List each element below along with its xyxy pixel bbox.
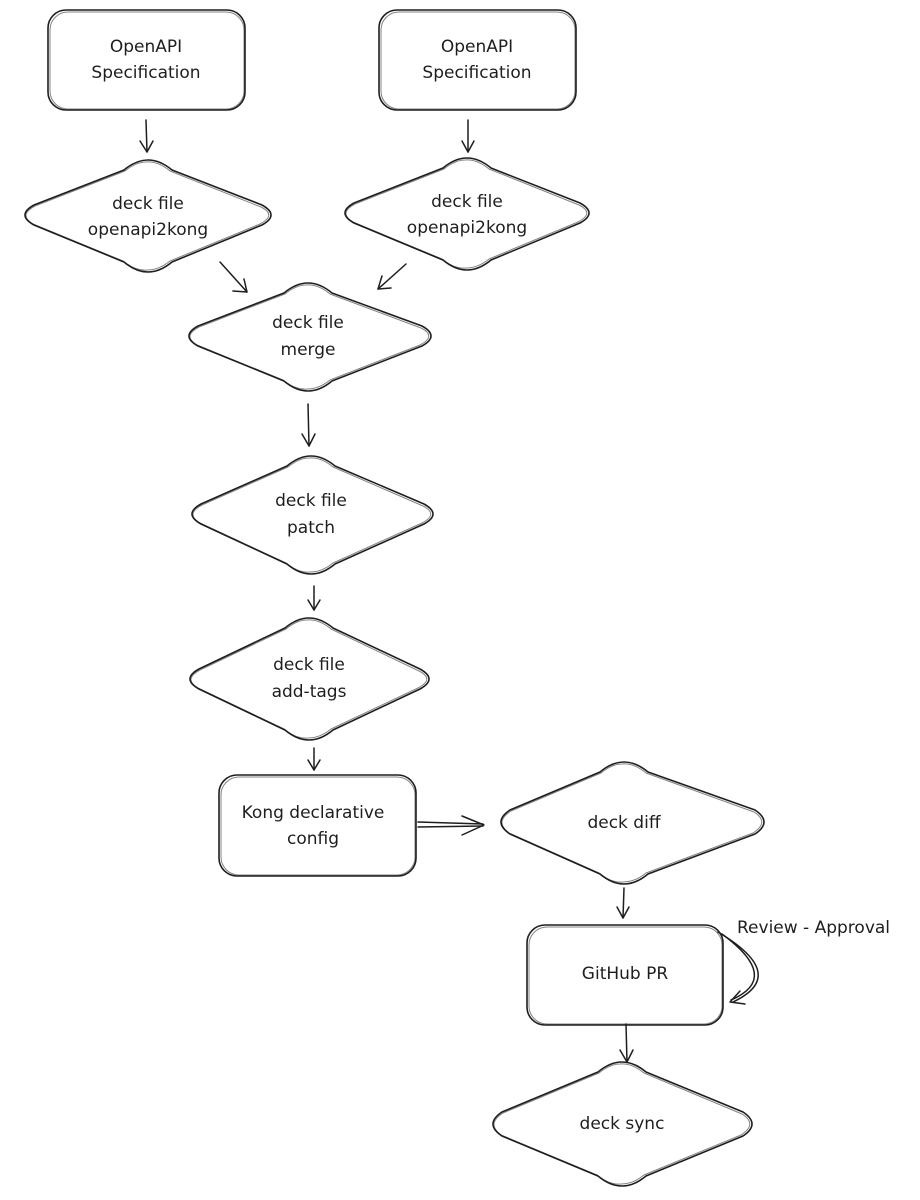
arrow-deck-diff-to-github-pr (616, 887, 630, 919)
github-pr-node: GitHub PR (526, 924, 724, 1026)
openapi2kong-right-line2: openapi2kong (407, 218, 527, 238)
arrow-add-tags-to-kong-config (307, 747, 321, 771)
kong-config-node: Kong declarative config (218, 774, 417, 877)
github-pr-label: GitHub PR (582, 964, 669, 984)
arrow-spec-left-to-openapi2kong-left (139, 119, 154, 153)
deck-diff-label: deck diff (587, 813, 661, 833)
merge-node: deck file merge (188, 282, 432, 392)
openapi-spec-right-line2: Specification (422, 63, 531, 83)
merge-line1: deck file (272, 313, 344, 333)
add-tags-line1: deck file (273, 655, 345, 675)
openapi-spec-node-left: OpenAPI Specification (47, 9, 246, 111)
patch-line2: patch (287, 518, 335, 538)
openapi2kong-left-line1: deck file (112, 194, 184, 214)
deck-sync-label: deck sync (580, 1114, 665, 1134)
add-tags-node: deck file add-tags (189, 617, 430, 741)
merge-line2: merge (281, 340, 336, 360)
add-tags-line2: add-tags (272, 682, 347, 702)
kong-config-line2: config (287, 829, 339, 849)
arrow-merge-to-patch (301, 403, 316, 447)
openapi-spec-node-right: OpenAPI Specification (378, 9, 577, 111)
arrow-spec-right-to-openapi2kong-right (461, 119, 475, 153)
arrow-openapi2kong-left-to-merge (219, 261, 248, 293)
patch-line1: deck file (275, 491, 347, 511)
arrow-github-pr-review-loop (717, 931, 759, 1005)
openapi2kong-node-left: deck file openapi2kong (24, 159, 272, 273)
arrow-kong-config-to-deck-diff (417, 815, 485, 836)
openapi2kong-left-line2: openapi2kong (88, 220, 208, 240)
review-approval-annotation: Review - Approval (737, 918, 890, 938)
openapi2kong-right-line1: deck file (431, 192, 503, 212)
openapi2kong-node-right: deck file openapi2kong (344, 157, 590, 271)
patch-node: deck file patch (191, 455, 434, 575)
arrow-patch-to-add-tags (307, 585, 321, 611)
arrow-github-pr-to-deck-sync (619, 1023, 634, 1063)
deck-sync-node: deck sync (492, 1061, 753, 1187)
openapi-spec-right-line1: OpenAPI (441, 37, 513, 57)
kong-config-line1: Kong declarative (242, 803, 385, 823)
arrow-openapi2kong-right-to-merge (377, 263, 407, 290)
openapi-spec-left-line2: Specification (91, 63, 200, 83)
openapi-spec-left-line1: OpenAPI (110, 37, 182, 57)
deck-diff-node: deck diff (500, 761, 765, 885)
